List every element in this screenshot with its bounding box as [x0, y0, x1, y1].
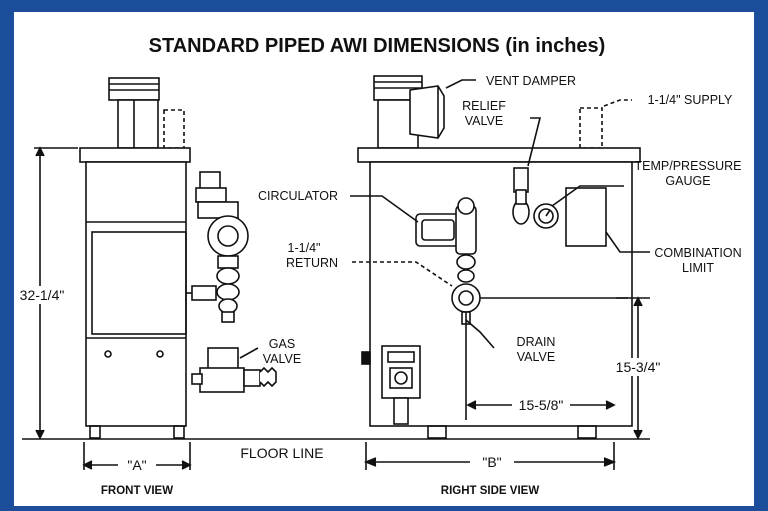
- dim-a-label: "A": [127, 457, 146, 473]
- diagram-title: STANDARD PIPED AWI DIMENSIONS (in inches…: [149, 35, 606, 57]
- label-temp-pressure-1: TEMP/PRESSURE: [635, 159, 742, 173]
- front-window: [91, 231, 187, 335]
- side-foot-1: [427, 425, 447, 439]
- label-combination-2: LIMIT: [682, 261, 714, 275]
- side-foot-2: [577, 425, 597, 439]
- label-combination-1: COMBINATION: [654, 246, 741, 260]
- front-knob-right: [156, 350, 164, 358]
- dim-height-label: 32-1/4": [20, 287, 65, 303]
- side-view: VENT DAMPER RELIEF VALVE 1-1/4" SUPPLY T…: [258, 74, 742, 497]
- label-gas-valve-1: GAS: [269, 337, 295, 351]
- dim-b-label: "B": [482, 454, 501, 470]
- label-relief-valve-1: RELIEF: [462, 99, 506, 113]
- side-top-plate: [357, 147, 641, 163]
- label-drain-valve-2: VALVE: [517, 350, 555, 364]
- label-supply: 1-1/4" SUPPLY: [648, 93, 733, 107]
- dim-return-offset-label: 15-5/8": [519, 397, 564, 413]
- leader-supply: [603, 99, 632, 107]
- label-gas-valve-2: VALVE: [263, 352, 301, 366]
- label-vent-damper: VENT DAMPER: [486, 74, 576, 88]
- front-vent-pipe: [117, 99, 159, 149]
- front-circulator: [207, 215, 249, 257]
- side-supply-pipe: [579, 107, 603, 149]
- front-vent-cap: [108, 77, 160, 101]
- leader-drain: [465, 319, 495, 349]
- front-view: GAS VALVE 32-1/4" "A" FRONT VIEW: [18, 77, 301, 497]
- floor-line-label: FLOOR LINE: [240, 445, 323, 461]
- leader-return: [352, 261, 453, 287]
- leader-temp: [551, 185, 624, 207]
- side-view-caption: RIGHT SIDE VIEW: [441, 485, 540, 497]
- label-temp-pressure-2: GAUGE: [665, 174, 710, 188]
- leader-circulator: [350, 195, 419, 223]
- front-gas-valve: [207, 347, 239, 371]
- diagram-panel: STANDARD PIPED AWI DIMENSIONS (in inches…: [14, 12, 754, 506]
- front-supply-pipe: [163, 109, 185, 149]
- front-foot-right: [173, 425, 185, 439]
- label-return-1: 1-1/4": [288, 241, 321, 255]
- front-foot-left: [89, 425, 101, 439]
- leader-relief: [527, 117, 542, 167]
- label-return-2: RETURN: [286, 256, 338, 270]
- return-valve: [451, 283, 481, 313]
- leader-combination: [605, 231, 650, 253]
- leader-vent-damper: [445, 79, 476, 89]
- combination-limit: [565, 187, 607, 247]
- relief-valve: [513, 167, 529, 193]
- vent-damper: [409, 85, 445, 139]
- boiler-diagram: STANDARD PIPED AWI DIMENSIONS (in inches…: [18, 35, 742, 497]
- front-top-plate: [79, 147, 191, 163]
- dim-return-height-label: 15-3/4": [616, 359, 661, 375]
- front-knob-left: [104, 350, 112, 358]
- label-circulator: CIRCULATOR: [258, 189, 338, 203]
- front-body: [85, 161, 187, 427]
- front-view-caption: FRONT VIEW: [101, 485, 173, 497]
- label-relief-valve-2: VALVE: [465, 114, 503, 128]
- label-drain-valve-1: DRAIN: [517, 335, 556, 349]
